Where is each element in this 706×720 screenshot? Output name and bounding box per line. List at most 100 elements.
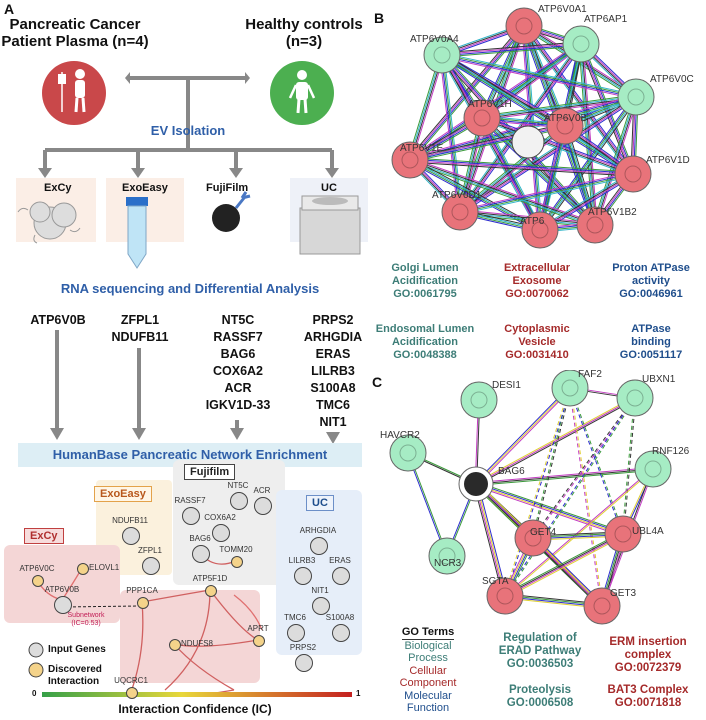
network-edge xyxy=(410,158,596,225)
network-node-circle xyxy=(505,7,543,45)
network-node-circle xyxy=(32,575,44,587)
network-node-label: ATP6V1B2 xyxy=(588,207,637,218)
network-node-circle xyxy=(212,524,230,542)
network-edge xyxy=(579,44,633,175)
network-node-label: TOMM20 xyxy=(219,545,253,554)
network-node-circle xyxy=(617,78,655,116)
network-node-label: ACR xyxy=(253,486,271,495)
network-node-label: ATP6V0C xyxy=(650,74,694,85)
ic-scale-title: Interaction Confidence (IC) xyxy=(118,702,272,716)
network-edge xyxy=(439,55,459,213)
network-node-circle xyxy=(287,624,305,642)
network-node-atp6ap1: ATP6AP1 xyxy=(562,14,628,63)
panel-a-letter: A xyxy=(4,1,15,17)
network-node-atp6v0c: ATP6V0C xyxy=(617,74,694,116)
network-node-label: APRT xyxy=(247,624,269,633)
network-node-circle xyxy=(230,492,248,510)
network-edge xyxy=(477,483,508,596)
ev-isolation-label: EV Isolation xyxy=(150,123,226,138)
network-node-circle xyxy=(137,597,149,609)
network-node-label: TMC6 xyxy=(284,613,306,622)
network-edge xyxy=(481,119,633,177)
network-node-atp6v0a4: ATP6V0A4 xyxy=(410,34,461,74)
network-node-get3: GET3 xyxy=(583,587,637,625)
network-edge xyxy=(442,52,637,96)
gene-column-exoeasy: ZFPL1 NDUFB11 xyxy=(111,313,169,344)
network-node-circle xyxy=(486,577,524,615)
network-node-label: GET4 xyxy=(530,527,557,538)
network-edge xyxy=(460,174,634,214)
network-node-circle xyxy=(546,107,584,145)
network-node-label: ERAS xyxy=(329,556,351,565)
go-term-line: GO:0051117 xyxy=(619,349,683,361)
go-term-line: Vesicle xyxy=(518,336,556,348)
network-node-label: ARHGDIA xyxy=(299,526,337,535)
network-node-ubxn1: UBXN1 xyxy=(616,374,676,417)
network-node-desi1: DESI1 xyxy=(460,380,521,419)
network-edge xyxy=(581,43,635,174)
network-edge xyxy=(533,388,572,539)
go-term-line: GO:0048388 xyxy=(393,349,457,361)
network-node-label: GET3 xyxy=(610,588,637,599)
network-edge xyxy=(442,44,582,57)
protein-structure-icon xyxy=(496,587,514,605)
network-edge xyxy=(411,27,526,162)
network-node-circle xyxy=(182,507,200,525)
network-node-circle xyxy=(634,450,672,488)
go-term-line: ERM insertion xyxy=(609,636,687,648)
network-node-label: ATP6V1E xyxy=(400,143,443,154)
network-edge xyxy=(541,97,639,232)
network-edge xyxy=(481,118,633,176)
network-node-label: RNF126 xyxy=(652,446,690,457)
protein-structure-icon xyxy=(515,17,533,35)
network-node-circle xyxy=(169,639,181,651)
network-node-sgta: SGTA xyxy=(482,576,524,615)
network-edge xyxy=(475,387,571,485)
network-node-label: ATP6AP1 xyxy=(584,14,628,25)
excy-mesh-icon xyxy=(17,201,81,244)
go-term-line: Acidification xyxy=(391,336,458,348)
network-edge xyxy=(408,161,540,233)
network-edge xyxy=(578,44,594,226)
network-node-circle xyxy=(332,624,350,642)
network-edge xyxy=(459,172,633,212)
network-edge xyxy=(531,387,570,538)
network-edge xyxy=(476,483,507,596)
network-node-label: FAF2 xyxy=(578,370,602,380)
gene-column-fujifilm: NT5C RASSF7 BAG6 COX6A2 ACR IGKV1D-33 xyxy=(205,313,271,412)
network-node-ncr3: NCR3 xyxy=(428,537,466,575)
network-box-uc-label: UC xyxy=(306,495,334,511)
bag6-core xyxy=(464,472,488,496)
protein-structure-icon xyxy=(626,389,644,407)
network-edge xyxy=(475,467,653,484)
network-edge xyxy=(459,171,633,211)
go-term-line: ERAD Pathway xyxy=(498,645,582,657)
network-edge xyxy=(582,43,636,174)
network-node-get4: GET4 xyxy=(514,519,557,557)
protein-structure-icon xyxy=(572,35,590,53)
network-edge xyxy=(442,45,582,58)
legend-discovered-interaction: Discovered Interaction xyxy=(48,664,102,687)
network-edge xyxy=(532,397,635,538)
network-node-circle xyxy=(463,99,501,137)
network-node-atp6v1d: ATP6V1D xyxy=(614,155,690,193)
network-node-atp6v0a1: ATP6V0A1 xyxy=(505,4,587,45)
network-edge xyxy=(475,468,654,485)
network-node-atp6v1h: ATP6V1H xyxy=(463,99,512,137)
network-edge xyxy=(441,42,581,55)
network-node-atp6: ATP6 xyxy=(520,211,559,249)
go-term-line: GO:0071818 xyxy=(614,697,682,709)
network-edge xyxy=(570,387,625,534)
network-node-label: NDUFS8 xyxy=(181,639,214,648)
network-edge xyxy=(568,388,623,535)
network-edge xyxy=(442,53,637,97)
go-term-line: Exosome xyxy=(512,275,562,287)
gene-column-excy: ATP6V0B xyxy=(30,313,86,327)
network-edge xyxy=(581,43,597,225)
network-edge xyxy=(460,98,638,215)
protein-structure-icon xyxy=(586,216,604,234)
network-edge xyxy=(482,117,542,230)
network-center-node xyxy=(511,125,545,159)
